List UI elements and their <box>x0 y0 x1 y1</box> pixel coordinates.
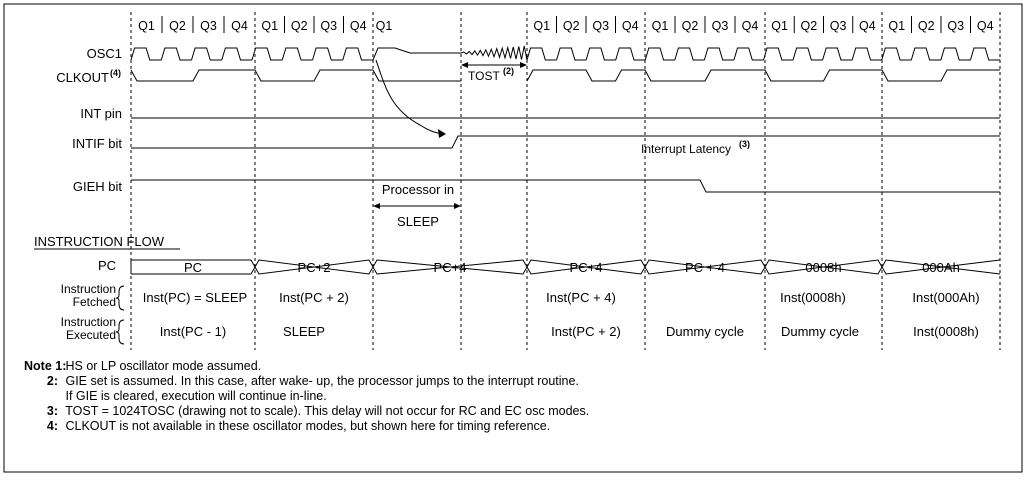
phase-label: Q4 <box>350 19 367 33</box>
executed-instruction: Inst(0008h) <box>913 324 979 339</box>
gieh-label: GIEH bit <box>73 179 123 194</box>
phase-label: Q3 <box>320 19 337 33</box>
osc1-label: OSC1 <box>87 46 122 61</box>
note-2: 2: GIE set is assumed. In this case, aft… <box>46 374 579 388</box>
tost-arrow-left <box>461 62 468 68</box>
executed-instruction: Dummy cycle <box>781 324 859 339</box>
phase-label: Q4 <box>622 19 639 33</box>
phase-label: Q4 <box>742 19 759 33</box>
wake-arrow-curve <box>375 59 445 135</box>
executed-row-label-1: Instruction <box>61 315 116 329</box>
phase-label: Q3 <box>830 19 847 33</box>
clkout-waveform-pre-sleep <box>130 69 373 82</box>
phase-label: Q3 <box>712 19 729 33</box>
phase-label: Q2 <box>563 19 580 33</box>
phase-label: Q1 <box>533 19 550 33</box>
phase-label: Q2 <box>291 19 308 33</box>
osc1-startup-ramp <box>460 45 528 61</box>
executed-instruction: Inst(PC + 2) <box>551 324 621 339</box>
tost-note: (2) <box>503 66 514 76</box>
clkout-note: (4) <box>110 68 121 78</box>
phase-label: Q4 <box>859 19 876 33</box>
phase-label: Q3 <box>200 19 217 33</box>
note-2-continued: If GIE is cleared, execution will contin… <box>65 389 327 403</box>
pc-value: 000Ah <box>922 260 960 275</box>
notes-block: Note 1: HS or LP oscillator mode assumed… <box>24 359 589 434</box>
fetched-brace <box>115 285 125 311</box>
sleep-arrow-left <box>373 203 380 209</box>
pc-row-label: PC <box>98 258 116 273</box>
note-4: 4: CLKOUT is not available in these osci… <box>46 419 551 433</box>
phase-label: Q2 <box>801 19 818 33</box>
fetched-instruction: Inst(000Ah) <box>912 290 979 305</box>
tost-arrow-right <box>520 62 527 68</box>
phase-label: Q2 <box>169 19 186 33</box>
interrupt-latency-note: (3) <box>739 139 750 149</box>
pc-value: PC+2 <box>298 260 331 275</box>
clkout-waveform-sleep <box>372 69 461 82</box>
executed-instruction: SLEEP <box>283 324 325 339</box>
gieh-waveform <box>131 179 1000 193</box>
fetched-instruction: Inst(0008h) <box>780 290 846 305</box>
phase-label: Q1 <box>771 19 788 33</box>
int-pin-label: INT pin <box>80 106 122 121</box>
sleep-label: SLEEP <box>397 214 439 229</box>
pc-bus-top <box>131 259 1001 275</box>
osc1-waveform-pre-sleep <box>130 47 373 61</box>
pc-value: PC <box>184 260 202 275</box>
phase-label: Q1 <box>261 19 278 33</box>
pc-value: PC+4 <box>570 260 603 275</box>
sleep-arrow-right <box>454 203 461 209</box>
clkout-waveform-post-wake <box>526 69 1000 82</box>
pc-value: PC + 4 <box>685 260 725 275</box>
phase-label: Q1 <box>888 19 905 33</box>
fetched-row-label-2: Fetched <box>73 295 116 309</box>
phase-label: Q2 <box>918 19 935 33</box>
executed-row-label-2: Executed <box>66 328 116 342</box>
executed-instruction: Inst(PC - 1) <box>160 324 226 339</box>
fetched-instruction: Inst(PC) = SLEEP <box>143 290 247 305</box>
phase-label: Q3 <box>592 19 609 33</box>
pc-value: 0008h <box>805 260 841 275</box>
instruction-flow-heading: INSTRUCTION FLOW <box>34 234 165 249</box>
executed-instruction: Dummy cycle <box>666 324 744 339</box>
phase-label: Q3 <box>947 19 964 33</box>
phase-label: Q1 <box>138 19 155 33</box>
intif-label: INTIF bit <box>72 136 122 151</box>
phase-label: Q4 <box>231 19 248 33</box>
fetched-instruction: Inst(PC + 2) <box>279 290 349 305</box>
phase-label: Q1 <box>652 19 669 33</box>
osc1-waveform-post-wake <box>526 47 1000 61</box>
processor-in-label: Processor in <box>382 182 454 197</box>
pc-value: PC+4 <box>434 260 467 275</box>
phase-label: Q2 <box>682 19 699 33</box>
intif-waveform <box>131 135 1000 149</box>
osc1-waveform-sleep <box>372 47 461 61</box>
phase-label: Q1 <box>376 19 393 33</box>
tost-label: TOST <box>468 69 500 83</box>
pc-bus-bottom <box>131 259 1001 275</box>
executed-brace <box>115 319 125 345</box>
note-1: Note 1: HS or LP oscillator mode assumed… <box>24 359 262 373</box>
wake-arrowhead <box>438 129 446 138</box>
fetched-instruction: Inst(PC + 4) <box>546 290 616 305</box>
fetched-row-label-1: Instruction <box>61 282 116 296</box>
outer-border <box>3 3 1023 473</box>
note-3: 3: TOST = 1024TOSC (drawing not to scale… <box>46 404 590 418</box>
interrupt-latency-label: Interrupt Latency <box>641 142 731 156</box>
clkout-label: CLKOUT <box>56 70 109 85</box>
phase-label: Q4 <box>977 19 994 33</box>
